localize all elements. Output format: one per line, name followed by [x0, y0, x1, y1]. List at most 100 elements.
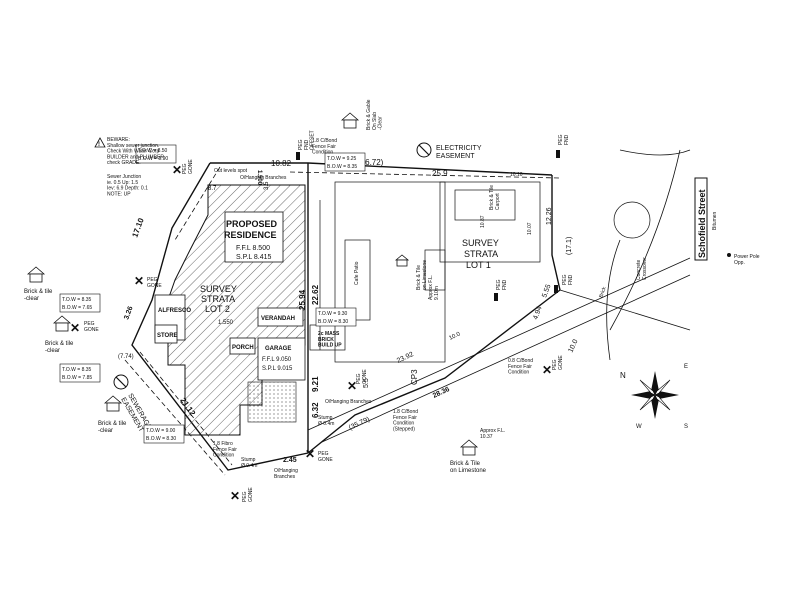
house-icon — [340, 112, 360, 129]
dim-28-36: 28.36 — [432, 386, 451, 400]
warning-icon: ! — [94, 137, 106, 148]
street-surface: Bitumen — [712, 211, 718, 230]
approx-fl-note: Approx F.L.10.37 — [480, 428, 505, 440]
no-entry-icon — [113, 374, 129, 390]
peg-gone-cross-icon: ✕ PEGGONE — [347, 369, 368, 393]
peg-found-icon: PEGFND — [494, 279, 508, 301]
svg-text:✕: ✕ — [305, 447, 315, 461]
brick-label: Brick — [598, 286, 608, 299]
brick-tile-clear-1: Brick & tile-clear — [45, 341, 74, 354]
compass-e: E — [684, 364, 688, 370]
svg-text:B.O.W = 8.35: B.O.W = 8.35 — [327, 164, 357, 170]
peg-gone-cross-icon: ✕ PEGGONE — [542, 355, 564, 377]
dim-9-21: 9.21 — [311, 376, 320, 392]
lot2-name-3: LOT 2 — [205, 304, 230, 314]
lot1-buildings — [309, 181, 541, 363]
peg-gone-cross-icon: ✕ PEGGONE — [230, 487, 254, 503]
dim-1-500: 1.500 — [256, 170, 262, 186]
svg-text:✕: ✕ — [347, 379, 357, 393]
tow-bow-box-1: T.O.W = 8.50 B.O.W = 8.90 — [135, 144, 177, 164]
dim-10-10: 10.10 — [510, 172, 523, 178]
svg-text:PEGFND: PEGFND — [558, 134, 570, 145]
svg-text:PEGGONE: PEGGONE — [182, 159, 194, 174]
dim-2-45: 2.45 — [283, 457, 297, 464]
garage-spl: S.P.L 9.015 — [262, 366, 293, 372]
house-icon — [103, 395, 123, 412]
electricity-icon — [416, 142, 432, 158]
residence-title-2: RESIDENCE — [224, 230, 277, 240]
svg-text:T.O.W = 8.50: T.O.W = 8.50 — [138, 148, 168, 154]
dim-6-32: 6.32 — [311, 402, 320, 418]
boundary-lines — [131, 162, 691, 471]
dim-10-87: 10.87 — [480, 215, 486, 228]
house-icon — [26, 266, 46, 283]
svg-text:B.O.W = 8.90: B.O.W = 8.90 — [138, 156, 168, 162]
dim-3-5: 3.5 — [264, 181, 270, 190]
compass-s: S — [684, 424, 688, 430]
tree-icon — [613, 201, 651, 239]
dim-4-94: 4.94 — [532, 305, 543, 320]
dim-17-1: (17.1) — [566, 237, 573, 255]
lot2-name-1: SURVEY — [200, 284, 237, 294]
house-icon — [52, 315, 72, 332]
dim-10-07: 10.07 — [527, 222, 533, 235]
svg-text:T.O.W = 8.35: T.O.W = 8.35 — [62, 297, 92, 303]
peg-found-icon: PEGFNDOFFSET — [296, 130, 316, 160]
svg-text:✕: ✕ — [230, 489, 240, 503]
dim-5-55: 5.55 — [541, 283, 552, 298]
svg-text:B.O.W = 7.85: B.O.W = 7.85 — [62, 375, 92, 381]
proposed-residence — [154, 184, 306, 436]
svg-text:B.O.W = 7.65: B.O.W = 7.65 — [62, 305, 92, 311]
brick-tile-clear-3: Brick & tile-clear — [98, 421, 127, 434]
svg-text:PEGGONE: PEGGONE — [318, 451, 333, 463]
brick-gable-note: Brick & GableOn Slab-Clear — [366, 99, 384, 130]
svg-text:!: ! — [98, 142, 100, 148]
lot1-name-1: SURVEY — [462, 238, 499, 248]
residence-title-1: PROPOSED — [226, 219, 278, 229]
brick-tile-clear-2: Brick & tile-clear — [24, 289, 53, 302]
power-pole-icon — [727, 253, 731, 257]
dim-22-62: 22.62 — [311, 284, 320, 305]
svg-text:T.O.W = 9.00: T.O.W = 9.00 — [146, 428, 176, 434]
crossover-label: ConcreteCrossover — [636, 257, 648, 280]
tow-bow-box-2: T.O.W = 9.25 B.O.W = 8.35 — [324, 152, 366, 172]
peg-gone-cross-icon: ✕ PEGGONE — [172, 159, 194, 177]
peg-found-icon: PEGFND — [556, 134, 570, 158]
dim-10-0-b: 10.0 — [448, 331, 462, 342]
street-name-box — [694, 177, 708, 261]
tow-bow-box-6: T.O.W = 9.00 B.O.W = 8.30 — [143, 424, 185, 444]
svg-text:B.O.W = 8.30: B.O.W = 8.30 — [318, 319, 348, 325]
svg-text:PEGFND: PEGFND — [562, 274, 574, 285]
beware-note: BEWARE:Shallow sewer junction.Check With… — [107, 137, 164, 166]
verandah-label: VERANDAH — [261, 316, 295, 322]
dim-cp3: CP3 — [410, 369, 419, 385]
dim-12-26: 12.26 — [546, 207, 553, 225]
svg-text:T.O.W = 8.35: T.O.W = 8.35 — [62, 367, 92, 373]
dim-3-26: 3.26 — [123, 305, 134, 320]
out-levels-note: Out levels spot — [214, 168, 248, 174]
dim-8-7: 8.7 — [208, 186, 217, 192]
dim-25-9: 25.9 — [432, 169, 448, 178]
lot1-name-3: LOT 1 — [466, 260, 491, 270]
overhanging-note-3: O/Hanging Branches — [240, 175, 287, 181]
tow-bow-box-4: T.O.W = 9.30 B.O.W = 8.30 — [315, 307, 357, 327]
compass-rose-icon — [631, 371, 679, 419]
garage-ffl: F.F.L 9.050 — [262, 357, 292, 363]
dim-17-10: 17.10 — [130, 216, 145, 238]
svg-text:PEGGONE: PEGGONE — [147, 277, 162, 289]
store-label: STORE — [157, 333, 178, 339]
porch-label: PORCH — [232, 345, 254, 351]
peg-found-icon: PEGFND — [554, 274, 574, 293]
svg-text:B.O.W = 8.30: B.O.W = 8.30 — [146, 436, 176, 442]
svg-text:T.O.W = 9.25: T.O.W = 9.25 — [327, 156, 357, 162]
